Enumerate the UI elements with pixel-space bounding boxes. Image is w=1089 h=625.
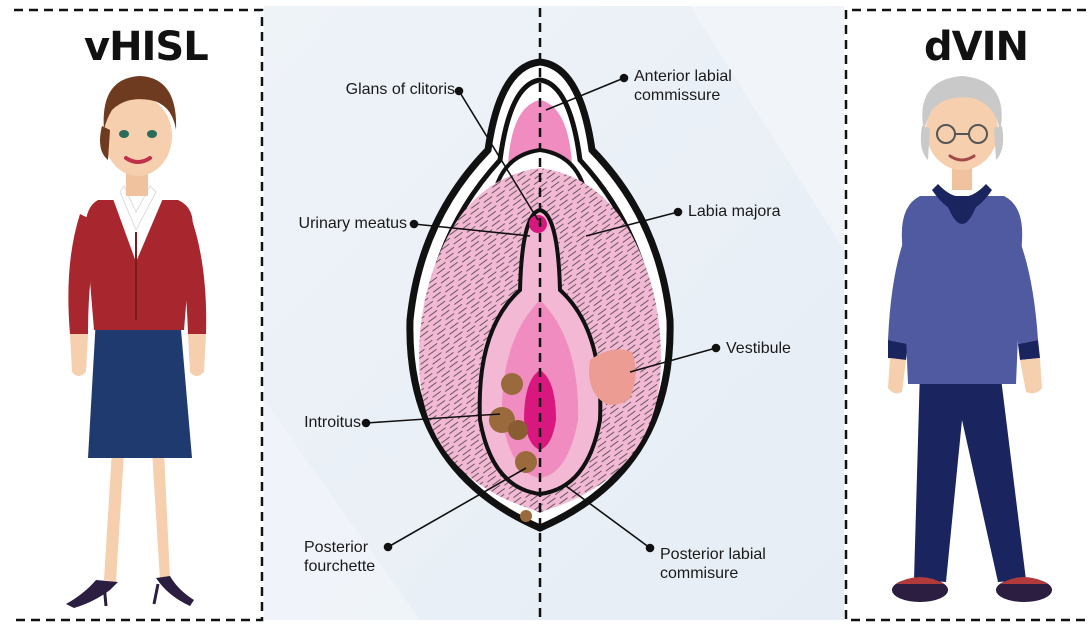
label-posterior-fourchette-line1: Posterior xyxy=(304,538,375,557)
label-urinary-meatus: Urinary meatus xyxy=(299,214,407,233)
label-posterior-labial-commisure-line1: Posterior labial xyxy=(660,545,766,564)
label-posterior-labial-commisure: Posterior labial commisure xyxy=(660,545,766,583)
label-vestibule: Vestibule xyxy=(726,339,791,358)
label-glans-of-clitoris: Glans of clitoris xyxy=(346,80,455,99)
label-anterior-labial-commissure-line2: commissure xyxy=(634,86,732,105)
label-anterior-labial-commissure-line1: Anterior labial xyxy=(634,67,732,86)
label-introitus: Introitus xyxy=(304,413,361,432)
label-posterior-labial-commisure-line2: commisure xyxy=(660,564,766,583)
label-posterior-fourchette-line2: fourchette xyxy=(304,557,375,576)
label-labia-majora: Labia majora xyxy=(688,202,781,221)
label-posterior-fourchette: Posterior fourchette xyxy=(304,538,375,576)
label-anterior-labial-commissure: Anterior labial commissure xyxy=(634,67,732,105)
